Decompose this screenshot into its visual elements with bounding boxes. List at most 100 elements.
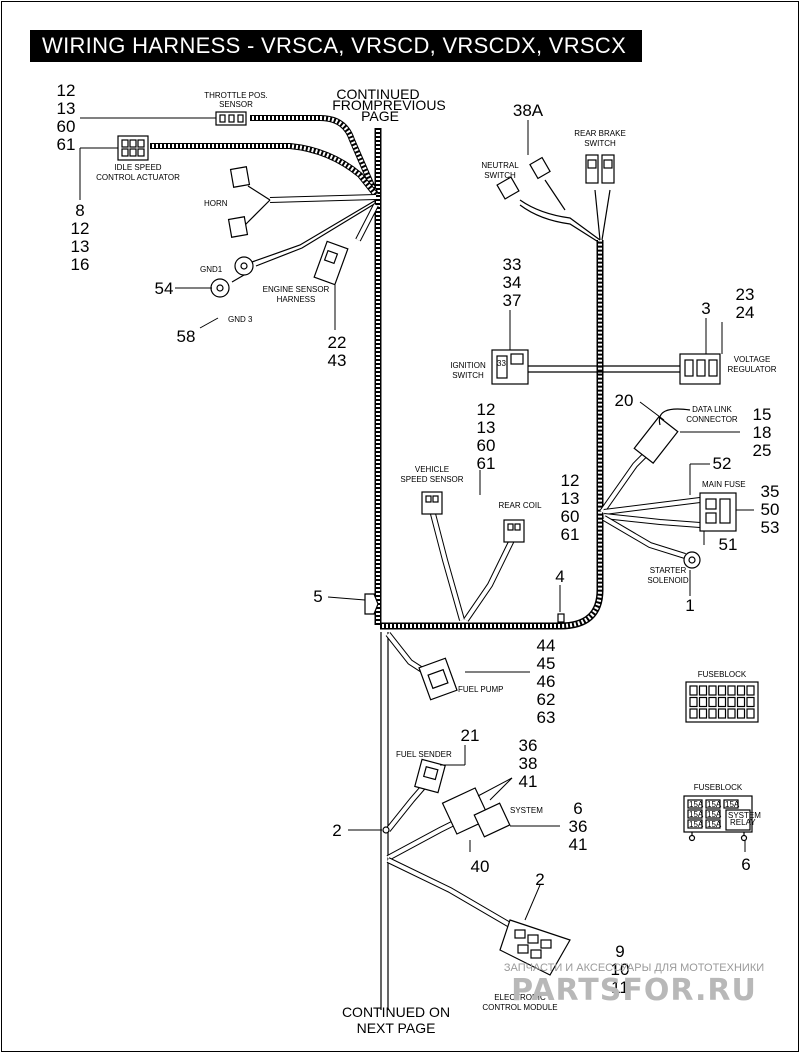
callout: 23 [736,285,755,304]
callout: 6 [573,799,582,818]
fuse-slot [698,696,708,708]
fuel-pump-label: FUEL PUMP [458,685,504,694]
neutral-label: NEUTRAL [481,161,519,170]
fuse-slot [689,708,698,719]
ignition-label: IGNITION [450,361,486,370]
callout: 63 [537,708,556,727]
ecm-branch [386,857,571,976]
fuse-slot [727,685,736,696]
vss-label: VEHICLE [415,465,449,474]
callout: 36 [519,736,538,755]
fuse-slot [746,708,755,719]
callout: 24 [736,303,755,322]
callout: 45 [537,654,556,673]
idle-label: IDLE SPEED [114,163,161,172]
rear-coil-label: REAR COIL [498,501,542,510]
fuel-sender-label: FUEL SENDER [396,750,452,759]
callout: 13 [71,237,90,256]
horn-label: HORN [204,199,228,208]
callout: 43 [328,351,347,370]
ecm-label: ELECTRONIC [494,993,546,1002]
callout: 61 [477,454,496,473]
callout: 3 [701,299,710,318]
callout: 12 [561,471,580,490]
throttle-label: THROTTLE POS. [204,91,268,100]
leader-lines [79,117,754,921]
engine-sensor-connector [313,240,349,286]
fuse-slot [708,708,717,719]
fuse-slot [689,685,698,696]
fuse-label: 15A [689,820,704,829]
callout: 58 [177,327,196,346]
callout: 37 [503,291,522,310]
fuse-slot [708,696,717,708]
voltage-reg-label: REGULATOR [727,365,776,374]
callout: 12 [477,400,496,419]
callout: 60 [57,117,76,136]
horn-terminals [227,166,251,238]
callout: 41 [519,772,538,791]
callout: 34 [503,273,522,292]
main-harness [374,128,604,1010]
callout: 2 [535,870,544,889]
callout: 15 [753,405,772,424]
callout: 60 [561,507,580,526]
relay-label: SYSTEM [728,811,761,820]
continued-bottom-line: NEXT PAGE [357,1020,436,1036]
callout: 2 [332,821,341,840]
ignition-33: 33 [497,359,506,368]
gnd1-label: GND1 [200,265,223,274]
throttle-sensor-connector [215,111,247,126]
fuse-slot [727,696,736,708]
starter-label: SOLENOID [647,576,689,585]
callout: 9 [615,942,624,961]
fuse-slot [708,685,717,696]
fuse-slot [717,708,727,719]
page-title: WIRING HARNESS - VRSCA, VRSCD, VRSCDX, V… [30,30,642,62]
callout: 22 [328,333,347,352]
idle-speed-connector [117,135,149,161]
throttle-label: SENSOR [219,100,253,109]
ignition-label: SWITCH [452,371,484,380]
main-fuse-label: MAIN FUSE [702,480,746,489]
callout: 8 [75,201,84,220]
rear-brake-label: SWITCH [584,139,616,148]
fuseblock-1 [685,681,759,723]
data-link-label: DATA LINK [692,405,732,414]
fuse-slot [698,708,708,719]
fuse-slot [689,696,698,708]
watermark: ЗАПЧАСТИ И АКСЕССУАРЫ ДЛЯ МОТОТЕХНИКИ PA… [504,962,764,1008]
fuseblock1-label: FUSEBLOCK [698,670,747,679]
callout: 38 [519,754,538,773]
engine-sensor-label: HARNESS [277,295,316,304]
watermark-line: ЗАПЧАСТИ И АКСЕССУАРЫ ДЛЯ МОТОТЕХНИКИ [504,962,764,974]
fuel-sender-system-branch [382,758,511,861]
fuse-slot [736,708,746,719]
fuse-label: 15A [707,810,722,819]
callout: 36 [569,817,588,836]
neutral-label: SWITCH [484,171,516,180]
callout: 1 [685,596,694,615]
callout: 38A [513,101,544,120]
callout: 12 [71,219,90,238]
fuse-slot [717,685,727,696]
callout: 60 [477,436,496,455]
fuse-slot [717,696,727,708]
system-label: SYSTEM [510,806,543,815]
idle-label: CONTROL ACTUATOR [96,173,180,182]
callout: 5 [313,587,322,606]
fuse-slot [727,708,736,719]
continued-top-line: FROMPREVIOUS [332,97,446,113]
callout: 13 [477,418,496,437]
callout: 41 [569,835,588,854]
fuseblock-2: 15A 15A 15A 15A 15A 15A 15A SYSTEM RELAY [683,795,761,842]
callout: 33 [503,255,522,274]
callout: 53 [761,518,780,537]
ignition-regulator-branch [491,349,721,385]
callout: 44 [537,636,556,655]
right-lower-branches [599,408,737,569]
engine-sensor-label: ENGINE SENSOR [263,285,330,294]
callout: 20 [615,391,634,410]
top-left-branches [150,115,379,267]
